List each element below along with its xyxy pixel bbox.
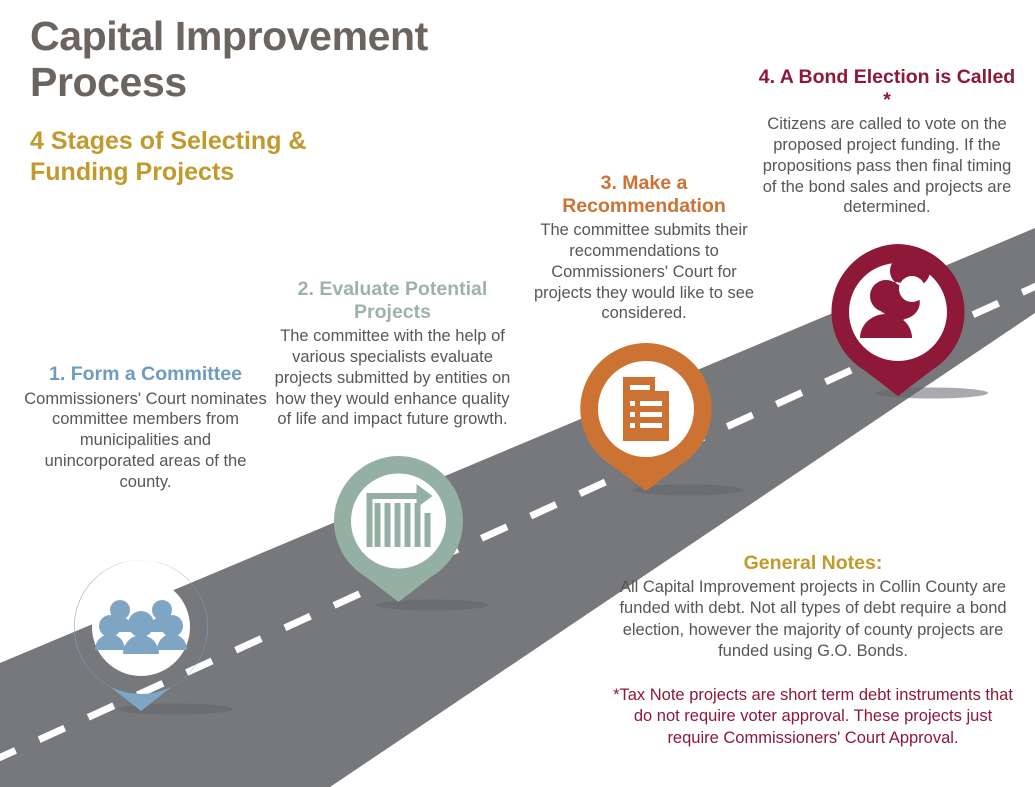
stage-1-pin[interactable] — [66, 558, 216, 713]
stage-2-pin[interactable] — [326, 454, 471, 604]
pin-shadow-2 — [376, 599, 488, 611]
page-subtitle-line2: Funding Projects — [30, 158, 235, 187]
stage-4-heading: 4. A Bond Election is Called * — [758, 66, 1016, 111]
title-block: Capital Improvement Process 4 Stages of … — [30, 13, 550, 189]
stage-3-pin[interactable] — [572, 341, 720, 493]
page-subtitle-line1: 4 Stages of Selecting & — [30, 126, 307, 155]
general-notes-block: General Notes: All Capital Improvement p… — [608, 552, 1018, 749]
people-group-icon — [95, 600, 187, 654]
general-notes-footnote: *Tax Note projects are short term debt i… — [613, 685, 1013, 747]
stage-2-heading: 2. Evaluate Potential Projects — [297, 278, 488, 323]
stage-2-text-block: 2. Evaluate Potential Projects The commi… — [267, 278, 518, 430]
stage-4-text-block: 4. A Bond Election is Called * Citizens … — [757, 66, 1017, 218]
stage-1-text-block: 1. Form a Committee Commissioners' Court… — [24, 363, 267, 493]
page-title-line2: Process — [30, 58, 187, 105]
pin-shadow-3 — [632, 484, 744, 496]
stage-4-body: Citizens are called to vote on the propo… — [762, 115, 1012, 217]
page-title: Capital Improvement Process — [30, 13, 550, 106]
page-subtitle: 4 Stages of Selecting & Funding Projects — [30, 126, 550, 189]
stage-2-body: The committee with the help of various s… — [274, 327, 511, 429]
stage-3-text-block: 3. Make a Recommendation The committee s… — [533, 172, 755, 324]
stage-1-body: Commissioners' Court nominates committee… — [24, 389, 267, 491]
road-surface — [0, 228, 1035, 787]
stage-3-body: The committee submits their recommendati… — [533, 221, 755, 323]
stage-3-heading: 3. Make a Recommendation — [562, 172, 726, 217]
page-title-line1: Capital Improvement — [30, 13, 428, 59]
stage-1-heading: 1. Form a Committee — [49, 363, 242, 385]
bar-chart-arrow-icon — [366, 484, 433, 547]
general-notes-body: All Capital Improvement projects in Coll… — [619, 578, 1007, 661]
document-list-icon — [623, 377, 669, 441]
stage-4-pin[interactable] — [822, 242, 974, 398]
person-speech-bubble-icon — [860, 254, 931, 338]
general-notes-title: General Notes: — [743, 552, 883, 574]
